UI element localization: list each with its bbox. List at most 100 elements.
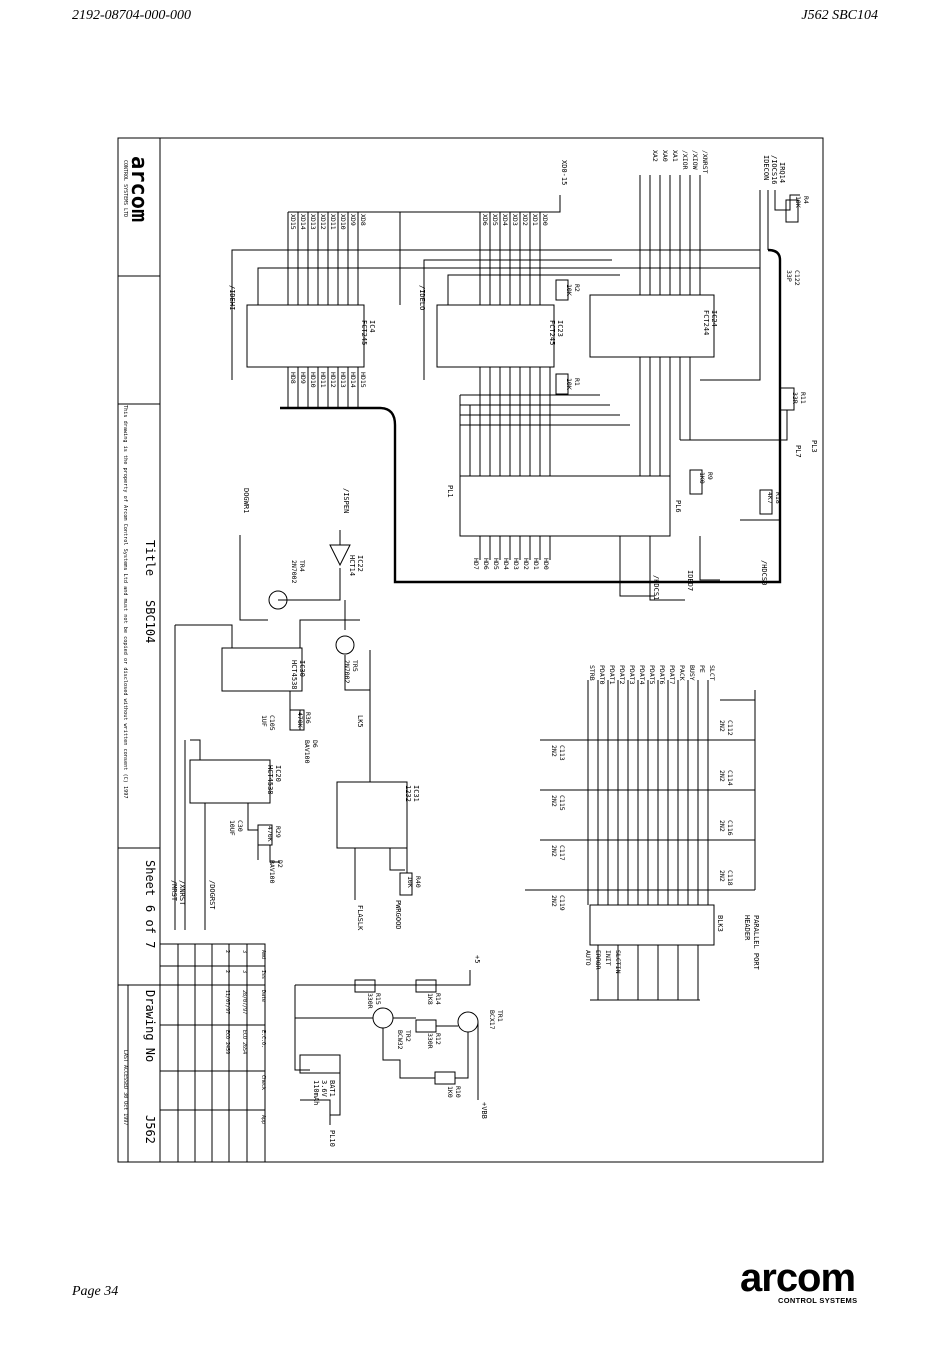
capacitor-value: 2N2 xyxy=(550,745,558,757)
xa-net-label: /XIOW xyxy=(691,150,699,170)
xd-lo-net-label: XD2 xyxy=(521,214,529,226)
hdd-led-label: PL3 xyxy=(810,440,818,453)
r15 xyxy=(354,979,376,993)
xd-hi-net-label: XD15 xyxy=(289,214,297,230)
capacitor-label: C118 xyxy=(726,870,734,886)
capacitor-label: C105 xyxy=(268,715,276,731)
xd-lo-net-label: XD0 xyxy=(541,214,549,226)
revision-header: App xyxy=(260,1115,266,1124)
hdcs1-label: /HDCS1 xyxy=(652,575,660,600)
capacitor-value: 10UF xyxy=(228,820,236,836)
xa-net-label: XA1 xyxy=(671,150,679,162)
xa-net-label: /XIOR xyxy=(681,150,689,170)
resistor-value: 10K xyxy=(794,196,802,208)
capacitor-label: C114 xyxy=(726,770,734,786)
hd-lo-net-label: HD3 xyxy=(512,558,520,570)
r36 xyxy=(289,709,305,731)
revision-cell: ECO 2459 xyxy=(224,1030,230,1054)
parallel-net-label: PACK xyxy=(678,665,686,681)
vbb-label: +VBB xyxy=(480,1102,488,1119)
xd-hi-net-label: XD10 xyxy=(339,214,347,230)
pl6-label: PL10 xyxy=(328,1130,336,1147)
parallel-net-label: PDAT5 xyxy=(648,665,656,685)
parallel-net-label: PDAT7 xyxy=(668,665,676,685)
capacitor-value: 2N2 xyxy=(718,870,726,882)
capacitor-label: C116 xyxy=(726,820,734,836)
diode-label: D6 xyxy=(311,740,319,748)
resistor-value: 33R xyxy=(791,392,799,404)
hd-lo-net-label: HD6 xyxy=(482,558,490,570)
doc-number: 2192-08704-000-000 xyxy=(72,8,191,23)
xd-lo-net-label: XD5 xyxy=(491,214,499,226)
hd-hi-net-label: HD8 xyxy=(289,372,297,384)
parallel-net-label: SLCTIN xyxy=(614,950,622,974)
parallel-net-label: PDAT2 xyxy=(618,665,626,685)
ic22-part: HCT14 xyxy=(348,555,356,576)
parallel-net-label: PDAT6 xyxy=(658,665,666,685)
resistor-value: 1K0 xyxy=(698,472,706,484)
capacitor-value: 2N2 xyxy=(550,845,558,857)
tr1 xyxy=(457,1011,479,1033)
transistor-part: 2N7002 xyxy=(343,660,351,684)
ispen-label: /ISPEN xyxy=(342,488,350,513)
resistor-label: R9 xyxy=(706,472,714,480)
ic23-part: FCT245 xyxy=(548,320,556,345)
mrst-label: /MRST xyxy=(170,880,178,902)
r18 xyxy=(759,489,773,515)
hdcs0-label: /HDCS0 xyxy=(760,560,768,585)
ic20-part: HCT4538 xyxy=(266,765,274,795)
capacitor-value: 1UF xyxy=(260,715,268,727)
tr5 xyxy=(335,635,355,655)
revision-header: Iss xyxy=(260,970,266,979)
resistor-value: 10K xyxy=(565,378,573,390)
xd-hi-net-label: XD8 xyxy=(359,214,367,226)
transistor-label: TR1 xyxy=(496,1010,504,1022)
revision-cell: 3 xyxy=(241,970,247,973)
revision-cell: ECO 2654 xyxy=(241,1030,247,1054)
battery xyxy=(299,1054,341,1074)
resistor-label: R10 xyxy=(454,1086,462,1098)
r2 xyxy=(555,279,569,301)
diode-label: D2 xyxy=(276,860,284,868)
capacitor-value: 2N2 xyxy=(550,795,558,807)
drawing-value: J562 xyxy=(143,1115,157,1144)
product-name: J562 SBC104 xyxy=(801,8,878,23)
ic30-box xyxy=(221,647,303,692)
property-notice: This drawing is the property of Arcom Co… xyxy=(122,405,128,799)
xd-hi-net-label: XD9 xyxy=(349,214,357,226)
irq14-label: IRQ14 xyxy=(778,162,786,183)
capacitor-label: C115 xyxy=(558,795,566,811)
title-label: Title xyxy=(143,540,157,576)
xd-hi-net-label: XD11 xyxy=(329,214,337,230)
tr4 xyxy=(268,590,288,610)
parallel-header-title: PARALLEL PORT xyxy=(752,915,760,971)
revision-cell: 28/07/97 xyxy=(241,990,247,1014)
r10 xyxy=(434,1071,456,1085)
xnrst-label: /XNRST xyxy=(178,880,186,906)
hd-hi-net-label: HD9 xyxy=(299,372,307,384)
xd-bus-label: XD0-15 xyxy=(560,160,568,185)
ic20-box xyxy=(189,759,271,804)
pl10-label: BLK3 xyxy=(716,915,724,932)
transistor-part: BCX17 xyxy=(488,1010,496,1030)
ic22-label: IC22 xyxy=(356,555,364,572)
hd-hi-net-label: HD14 xyxy=(349,372,357,388)
resistor-label: R2 xyxy=(573,284,581,292)
resistor-label: R12 xyxy=(434,1033,442,1045)
idecon-label: IDECON xyxy=(762,155,770,180)
hd-lo-net-label: HD4 xyxy=(502,558,510,570)
ided7-label: IDED7 xyxy=(686,570,694,591)
ic24-part: FCT244 xyxy=(702,310,710,335)
capacitor-label: C112 xyxy=(726,720,734,736)
ic24-box xyxy=(589,294,715,358)
ic30-part: HCT4538 xyxy=(290,660,298,690)
parallel-net-label: BUSY xyxy=(688,665,696,681)
resistor-value: 470K xyxy=(296,712,304,728)
drawing-label: Drawing No xyxy=(143,990,157,1062)
parallel-net-label: SLCT xyxy=(708,665,716,681)
revision-cell: 2 xyxy=(224,970,230,973)
hd-hi-net-label: HD15 xyxy=(359,372,367,388)
resistor-value: 1K8 xyxy=(426,993,434,1005)
parallel-net-label: STRB xyxy=(588,665,596,681)
